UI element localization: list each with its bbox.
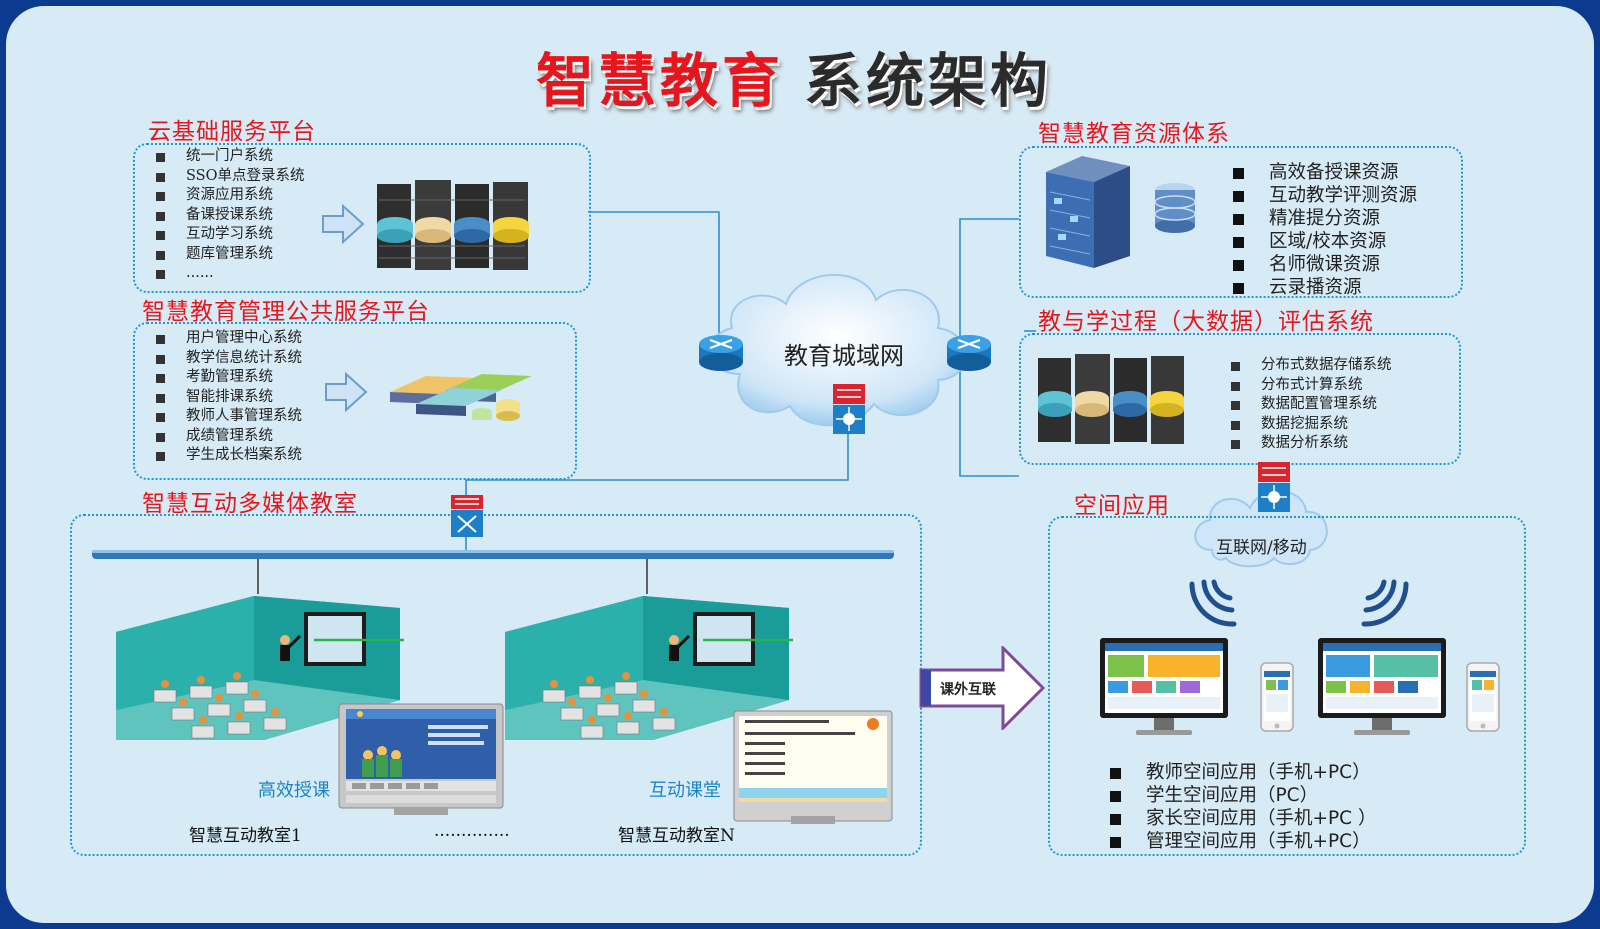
management-title: 智慧教育管理公共服务平台 xyxy=(142,299,430,325)
list-item: 精准提分资源 xyxy=(1233,207,1417,230)
server-rack-icon xyxy=(1038,354,1184,444)
title-part-1: 智慧教育 xyxy=(536,47,785,115)
list-item: 学生成长档案系统 xyxy=(156,446,302,466)
metro-network-cloud-icon xyxy=(709,274,967,427)
resources-title: 智慧教育资源体系 xyxy=(1038,121,1230,147)
diagram-frame: 智慧教育系统架构 云基础服务平台 统一门户系统 SSO单点登录系统 资源应用系统… xyxy=(6,6,1594,923)
list-item: 智能排课系统 xyxy=(156,388,302,408)
phone-icon xyxy=(1260,662,1294,732)
classroom-1-scene xyxy=(116,596,404,740)
room-n-label: 互动课堂 xyxy=(649,780,721,801)
list-item: 教学信息统计系统 xyxy=(156,349,302,369)
list-item: 备课授课系统 xyxy=(156,206,305,226)
list-item: 家长空间应用（手机+PC ） xyxy=(1110,807,1376,830)
list-item: ...... xyxy=(156,264,305,284)
list-item: SSO单点登录系统 xyxy=(156,167,305,187)
router-icon xyxy=(947,335,991,371)
space-apps-list: 教师空间应用（手机+PC） 学生空间应用（PC） 家长空间应用（手机+PC ） … xyxy=(1110,761,1376,853)
list-item: 教师空间应用（手机+PC） xyxy=(1110,761,1376,784)
classroom-n-scene xyxy=(505,596,793,740)
switch-icon xyxy=(451,495,483,537)
right-arrow-icon xyxy=(322,203,365,245)
evaluation-title: 教与学过程（大数据）评估系统 xyxy=(1038,309,1374,335)
management-box xyxy=(133,322,577,480)
list-item: 云录播资源 xyxy=(1233,276,1417,299)
list-item: 学生空间应用（PC） xyxy=(1110,784,1376,807)
smartboard-screen-n xyxy=(733,710,893,824)
list-item: 名师微课资源 xyxy=(1233,253,1417,276)
cloud-services-list: 统一门户系统 SSO单点登录系统 资源应用系统 备课授课系统 互动学习系统 题库… xyxy=(156,147,305,284)
switch-icon xyxy=(833,384,865,434)
space-apps-box xyxy=(1048,516,1526,856)
internet-mobile-label: 互联网/移动 xyxy=(1216,538,1307,558)
smartboard-screen-1 xyxy=(338,703,504,815)
space-apps-title: 空间应用 xyxy=(1074,493,1170,519)
list-item: 数据配置管理系统 xyxy=(1231,395,1392,415)
title-part-2: 系统架构 xyxy=(804,47,1053,115)
list-item: 区域/校本资源 xyxy=(1233,230,1417,253)
page-title: 智慧教育系统架构 xyxy=(536,34,1052,118)
list-item: 数据分析系统 xyxy=(1231,434,1392,454)
resources-box xyxy=(1019,146,1463,298)
wifi-icon xyxy=(1361,579,1409,627)
list-item: 用户管理中心系统 xyxy=(156,329,302,349)
teacher-icon xyxy=(669,634,691,661)
external-link-arrow xyxy=(919,646,1045,730)
network-connections xyxy=(92,211,1036,594)
rooms-ellipsis: .............. xyxy=(434,821,510,841)
evaluation-list: 分布式数据存储系统 分布式计算系统 数据配置管理系统 数据挖掘系统 数据分析系统 xyxy=(1231,356,1392,454)
room-1-label: 高效授课 xyxy=(258,780,330,801)
list-item: 题库管理系统 xyxy=(156,245,305,265)
database-icon xyxy=(1154,183,1196,233)
list-item: 分布式数据存储系统 xyxy=(1231,356,1392,376)
cloud-services-title: 云基础服务平台 xyxy=(148,119,316,145)
list-item: 互动学习系统 xyxy=(156,225,305,245)
cloud-services-box xyxy=(133,143,591,293)
metro-network-label: 教育城域网 xyxy=(784,342,904,370)
evaluation-box xyxy=(1019,333,1461,465)
monitor-icon xyxy=(1100,638,1228,735)
list-item: 考勤管理系统 xyxy=(156,368,302,388)
right-arrow-icon xyxy=(325,371,368,413)
external-link-label: 课外互联 xyxy=(940,682,996,698)
list-item: 数据挖掘系统 xyxy=(1231,415,1392,435)
list-item: 互动教学评测资源 xyxy=(1233,184,1417,207)
list-item: 资源应用系统 xyxy=(156,186,305,206)
list-item: 高效备授课资源 xyxy=(1233,161,1417,184)
management-list: 用户管理中心系统 教学信息统计系统 考勤管理系统 智能排课系统 教师人事管理系统… xyxy=(156,329,302,466)
server-rack-icon xyxy=(377,180,529,270)
phone-icon xyxy=(1466,662,1500,732)
room-n-caption: 智慧互动教室N xyxy=(618,826,735,846)
list-item: 统一门户系统 xyxy=(156,147,305,167)
list-item: 管理空间应用（手机+PC） xyxy=(1110,830,1376,853)
internet-cloud-icon xyxy=(1194,490,1328,568)
classroom-title: 智慧互动多媒体教室 xyxy=(142,491,358,517)
switch-icon xyxy=(1258,462,1290,512)
monitor-icon xyxy=(1318,638,1446,735)
resources-list: 高效备授课资源 互动教学评测资源 精准提分资源 区域/校本资源 名师微课资源 云… xyxy=(1233,161,1417,299)
router-icon xyxy=(699,335,743,371)
room-1-caption: 智慧互动教室1 xyxy=(189,826,302,846)
list-item: 教师人事管理系统 xyxy=(156,407,302,427)
storage-tower-icon xyxy=(1046,156,1130,268)
list-item: 成绩管理系统 xyxy=(156,427,302,447)
wifi-icon xyxy=(1189,579,1237,627)
teacher-icon xyxy=(280,634,302,661)
list-item: 分布式计算系统 xyxy=(1231,376,1392,396)
server-cluster-icon xyxy=(390,374,532,421)
